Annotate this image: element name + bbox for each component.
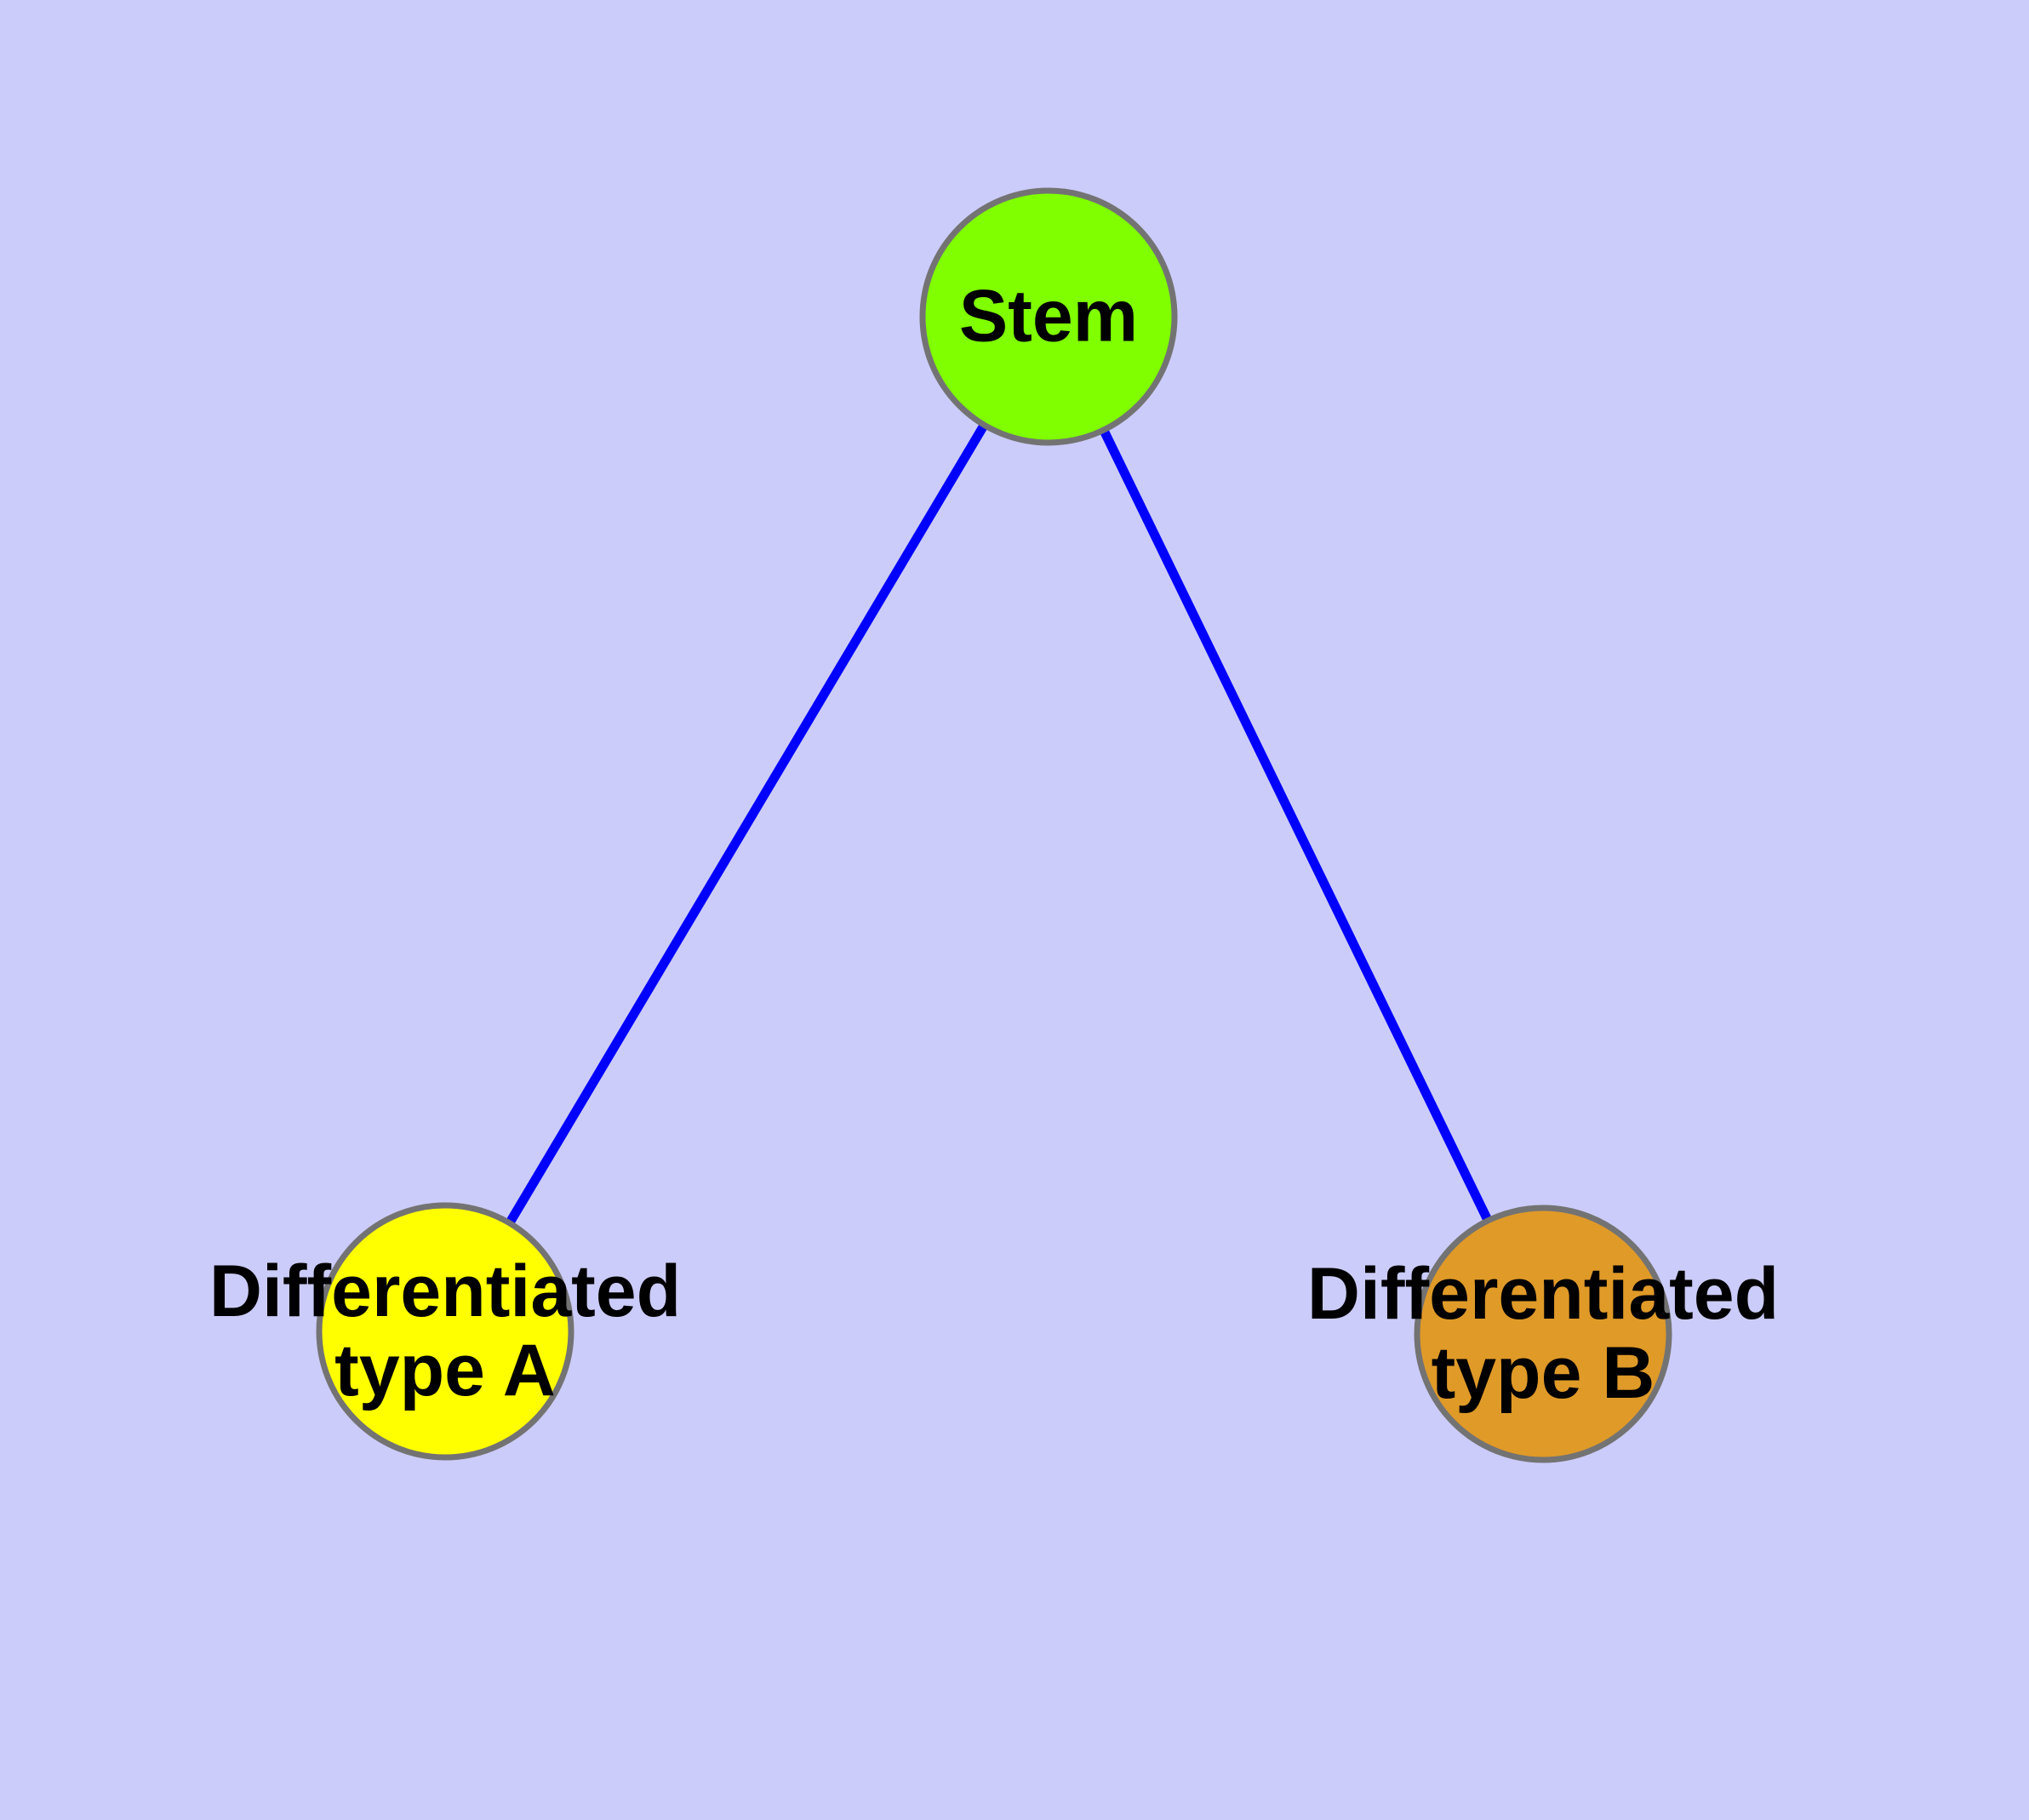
edges-layer <box>500 414 1497 1234</box>
graph-edge-stem-to-diff-b <box>1095 418 1497 1233</box>
graph-node-diff-b[interactable] <box>1414 1205 1672 1463</box>
graph-edge-stem-to-diff-a <box>500 414 994 1234</box>
graph-node-stem[interactable] <box>919 187 1178 446</box>
nodes-layer <box>316 187 1672 1463</box>
graph-node-diff-a[interactable] <box>316 1202 574 1461</box>
